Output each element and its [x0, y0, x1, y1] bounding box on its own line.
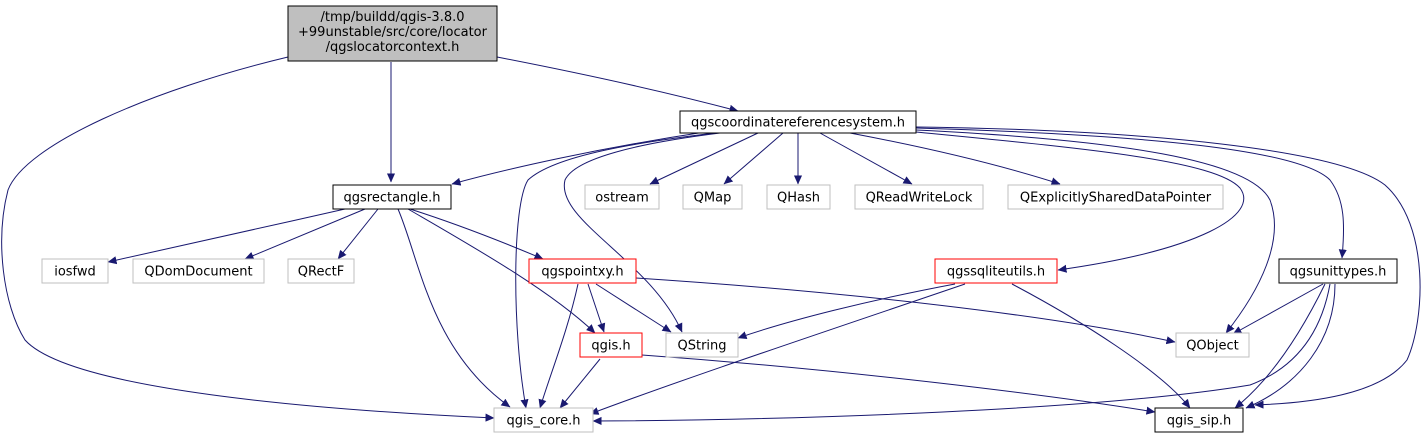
- edge-rectangle-to-qdomdocument: [244, 208, 366, 260]
- edges: [1, 56, 1421, 426]
- edge-crs-to-qobject: [915, 129, 1275, 334]
- node-qgscoordinatereferencesystem[interactable]: qgscoordinatereferencesystem.h: [679, 110, 917, 134]
- edge-rectangle-to-qgis: [407, 208, 596, 334]
- node-qesdp-label: QExplicitlySharedDataPointer: [1020, 191, 1212, 206]
- node-qgsrectangle[interactable]: qgsrectangle.h: [332, 184, 452, 210]
- edge-crs-to-ostream: [649, 132, 759, 185]
- edge-qgis-to-sip: [641, 354, 1156, 415]
- edge-pointxy-to-qstring: [595, 283, 672, 333]
- node-qstring-label: QString: [677, 339, 726, 354]
- node-qgsunittypes[interactable]: qgsunittypes.h: [1278, 258, 1398, 284]
- node-qhash-label: QHash: [777, 191, 820, 206]
- node-qgis[interactable]: qgis.h: [579, 332, 643, 358]
- node-qexplicitlyshareddatapointer: QExplicitlySharedDataPointer: [1007, 184, 1224, 210]
- edge-crs-to-sip: [915, 126, 1421, 409]
- node-qdomdoc-label: QDomDocument: [144, 265, 252, 280]
- edge-unittypes-to-sip: [1234, 283, 1326, 409]
- node-iosfwd-label: iosfwd: [54, 265, 96, 280]
- node-qdomdocument: QDomDocument: [132, 258, 265, 284]
- node-qstring: QString: [665, 332, 739, 358]
- edge-crs-to-qrwlock: [819, 132, 913, 185]
- node-crs-label: qgscoordinatereferencesystem.h: [691, 116, 905, 131]
- edge-crs-to-sqliteutils: [915, 131, 1245, 273]
- edge-sqliteutils-to-core: [589, 283, 966, 415]
- edge-root-to-core: [1, 56, 495, 422]
- edge-crs-to-qesdp: [849, 132, 1061, 186]
- node-core-label: qgis_core.h: [507, 414, 581, 429]
- node-sip-label: qgis_sip.h: [1167, 414, 1231, 429]
- node-rect-label: qgsrectangle.h: [343, 191, 440, 206]
- node-pointxy-label: qgspointxy.h: [541, 265, 623, 280]
- node-qmap: QMap: [682, 184, 743, 210]
- edge-rectangle-to-pointxy: [409, 208, 544, 260]
- edge-rectangle-to-qrectf: [337, 208, 379, 260]
- node-qgis-core: qgis_core.h: [493, 407, 594, 433]
- node-root-line-1: /tmp/buildd/qgis-3.8.0: [320, 10, 464, 25]
- node-qreadwritelock: QReadWriteLock: [854, 184, 984, 210]
- node-qgssqliteutils[interactable]: qgssqliteutils.h: [934, 258, 1058, 284]
- node-unittypes-label: qgsunittypes.h: [1290, 265, 1387, 280]
- edge-sqliteutils-to-sip: [1011, 283, 1191, 409]
- node-root-line-3: /qgslocatorcontext.h: [326, 40, 460, 55]
- edge-rectangle-to-iosfwd: [107, 208, 346, 265]
- edge-unittypes-to-qobject: [1232, 283, 1324, 335]
- node-root-line-2: +99unstable/src/core/locator: [298, 25, 488, 40]
- edge-sqliteutils-to-qstring: [737, 283, 956, 340]
- edge-pointxy-to-qobject: [635, 277, 1176, 345]
- node-qmap-label: QMap: [694, 191, 732, 206]
- node-qobject: QObject: [1175, 332, 1250, 358]
- node-qrectf: QRectF: [287, 258, 355, 284]
- edge-crs-to-rectangle: [451, 131, 706, 186]
- nodes: /tmp/buildd/qgis-3.8.0 +99unstable/src/c…: [41, 5, 1398, 433]
- node-qhash: QHash: [766, 184, 831, 210]
- edge-crs-to-unittypes: [915, 127, 1347, 259]
- edge-unittypes-to-sip-2: [1245, 283, 1336, 409]
- edge-pointxy-to-core: [538, 283, 579, 409]
- edge-unittypes-to-core: [592, 283, 1331, 426]
- edge-crs-to-core: [515, 132, 716, 409]
- edge-qgis-to-core: [559, 358, 601, 409]
- node-qgis-sip[interactable]: qgis_sip.h: [1154, 407, 1244, 433]
- node-sqlite-label: qgssqliteutils.h: [947, 265, 1045, 280]
- node-qgspointxy[interactable]: qgspointxy.h: [528, 258, 637, 284]
- node-qgis-label: qgis.h: [591, 339, 630, 354]
- edge-pointxy-to-qgis: [587, 283, 606, 333]
- node-ostream: ostream: [584, 184, 660, 210]
- node-qrectf-label: QRectF: [298, 265, 344, 280]
- node-qobject-label: QObject: [1186, 339, 1239, 354]
- edge-crs-to-qmap: [723, 132, 784, 185]
- edge-rectangle-to-core: [397, 208, 511, 408]
- node-root-qgslocatorcontext: /tmp/buildd/qgis-3.8.0 +99unstable/src/c…: [287, 5, 498, 62]
- node-qrwlock-label: QReadWriteLock: [866, 191, 973, 206]
- node-iosfwd: iosfwd: [41, 258, 109, 284]
- edge-root-to-crs: [496, 56, 739, 113]
- node-ostream-label: ostream: [595, 191, 649, 206]
- edge-crs-to-qstring: [563, 132, 721, 333]
